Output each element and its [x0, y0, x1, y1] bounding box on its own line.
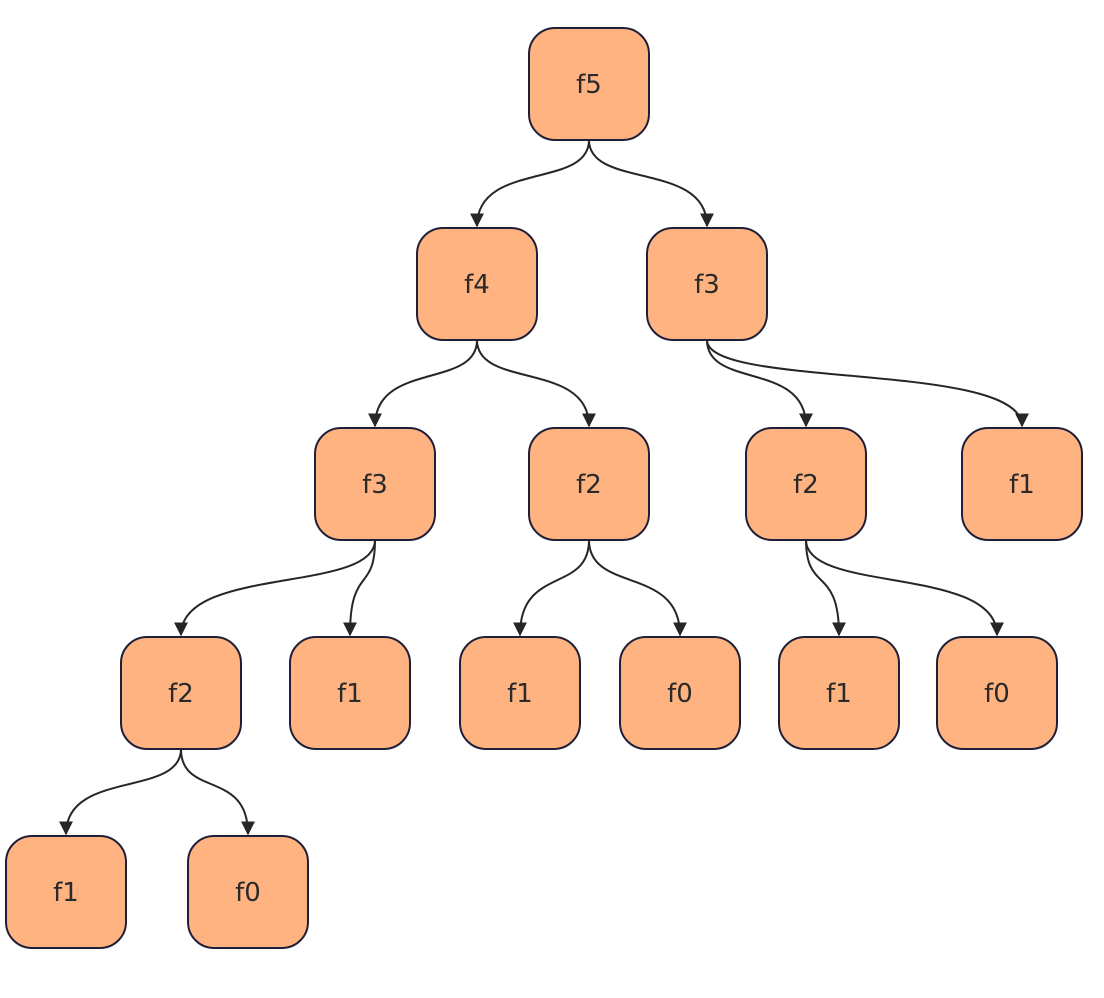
tree-node-f1: f1 [778, 636, 900, 750]
edge-n3-to-n7 [706, 339, 1029, 428]
node-label: f1 [826, 679, 852, 709]
node-label: f1 [507, 679, 533, 709]
node-label: f5 [576, 70, 602, 100]
node-box [314, 427, 436, 541]
tree-node-f0: f0 [619, 636, 741, 750]
tree-node-f1: f1 [5, 835, 127, 949]
node-box [619, 636, 741, 750]
edge-n3-to-n6 [706, 339, 813, 428]
tree-node-f1: f1 [961, 427, 1083, 541]
node-label: f3 [362, 470, 388, 500]
node-box [528, 27, 650, 141]
tree-node-f3: f3 [314, 427, 436, 541]
node-label: f3 [694, 270, 720, 300]
node-box [745, 427, 867, 541]
tree-node-f2: f2 [528, 427, 650, 541]
edge-n4-to-n9 [343, 539, 376, 637]
edge-n6-to-n13 [805, 539, 1004, 637]
tree-node-f0: f0 [187, 835, 309, 949]
node-label: f0 [667, 679, 693, 709]
edge-n8-to-n14 [59, 748, 182, 836]
edge-n1-to-n3 [588, 139, 714, 228]
tree-node-f2: f2 [745, 427, 867, 541]
edge-n5-to-n11 [588, 539, 687, 637]
node-label: f0 [235, 878, 261, 908]
node-label: f2 [793, 470, 819, 500]
node-box [459, 636, 581, 750]
node-box [187, 835, 309, 949]
edge-n1-to-n2 [470, 139, 590, 228]
node-box [5, 835, 127, 949]
edge-n2-to-n4 [368, 339, 478, 428]
node-box [646, 227, 768, 341]
edge-n4-to-n8 [174, 539, 376, 637]
tree-node-f0: f0 [936, 636, 1058, 750]
node-label: f1 [337, 679, 363, 709]
node-label: f1 [53, 878, 79, 908]
node-box [120, 636, 242, 750]
tree-node-f1: f1 [289, 636, 411, 750]
edge-n8-to-n15 [180, 748, 255, 836]
edge-n2-to-n5 [476, 339, 596, 428]
tree-node-f3: f3 [646, 227, 768, 341]
nodes-layer: f5 f4 f3 f3 f2 f2 f1 f2 f1 f1 f0 f1 f0 f1 f0 [5, 27, 1083, 949]
node-box [289, 636, 411, 750]
tree-node-f1: f1 [459, 636, 581, 750]
tree-node-f4: f4 [416, 227, 538, 341]
node-box [936, 636, 1058, 750]
tree-node-f5: f5 [528, 27, 650, 141]
node-label: f2 [168, 679, 194, 709]
edges-layer [59, 139, 1029, 836]
edge-n5-to-n10 [513, 539, 590, 637]
node-label: f4 [464, 270, 490, 300]
node-box [778, 636, 900, 750]
node-box [416, 227, 538, 341]
node-label: f1 [1009, 470, 1035, 500]
node-box [528, 427, 650, 541]
tree-node-f2: f2 [120, 636, 242, 750]
node-box [961, 427, 1083, 541]
edge-n6-to-n12 [805, 539, 846, 637]
node-label: f0 [984, 679, 1010, 709]
node-label: f2 [576, 470, 602, 500]
